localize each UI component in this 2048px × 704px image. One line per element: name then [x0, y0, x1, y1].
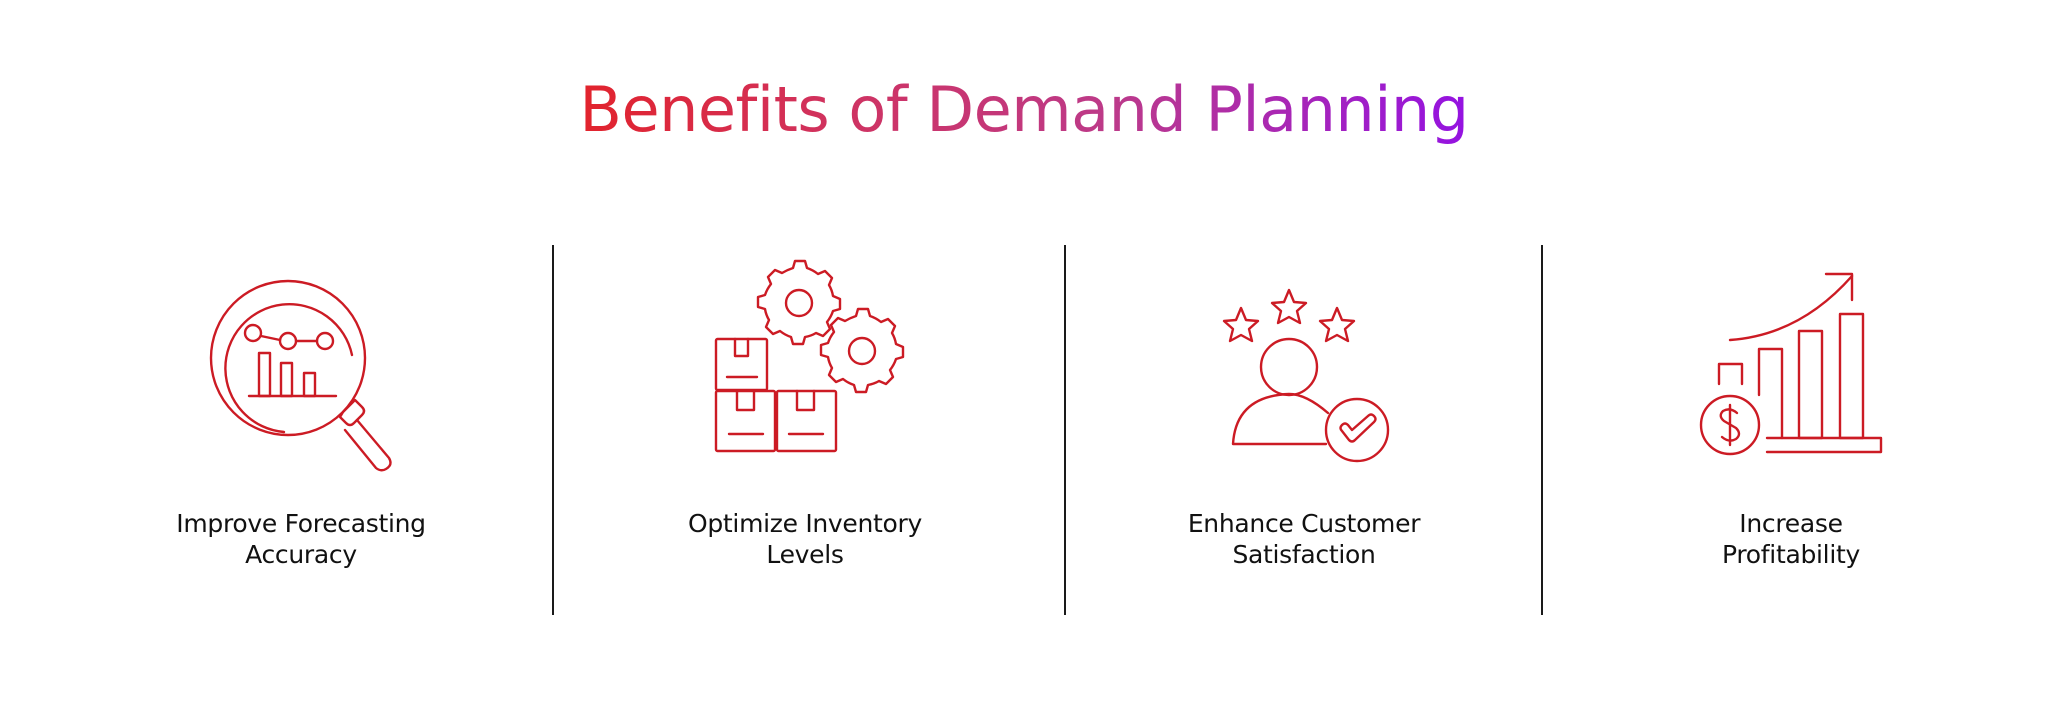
benefit-label-line2: Profitability [1722, 540, 1860, 569]
benefit-label-forecasting: Improve Forecasting Accuracy [101, 508, 501, 570]
benefit-label-line2: Accuracy [245, 540, 357, 569]
benefit-label-line1: Optimize Inventory [687, 509, 923, 538]
magnifier-chart-icon [209, 279, 392, 472]
column-divider-3 [1541, 245, 1543, 615]
column-divider-2 [1064, 245, 1066, 615]
boxes-gears-icon [714, 259, 905, 453]
benefit-label-line1: Improve Forecasting [176, 509, 426, 538]
title-text: Benefits of Demand Planning [579, 73, 1469, 146]
benefit-label-line1: Increase [1739, 509, 1843, 538]
benefit-label-inventory: Optimize Inventory Levels [605, 508, 1005, 570]
page-title: Benefits of Demand Planning [0, 66, 2048, 154]
benefit-label-line2: Satisfaction [1232, 540, 1376, 569]
benefit-label-profitability: Increase Profitability [1591, 508, 1991, 570]
benefit-label-line2: Levels [766, 540, 844, 569]
customer-rating-check-icon [1222, 288, 1390, 463]
benefit-label-customer: Enhance Customer Satisfaction [1104, 508, 1504, 570]
growth-chart-dollar-icon [1699, 272, 1883, 456]
column-divider-1 [552, 245, 554, 615]
benefit-label-line1: Enhance Customer [1187, 509, 1421, 538]
